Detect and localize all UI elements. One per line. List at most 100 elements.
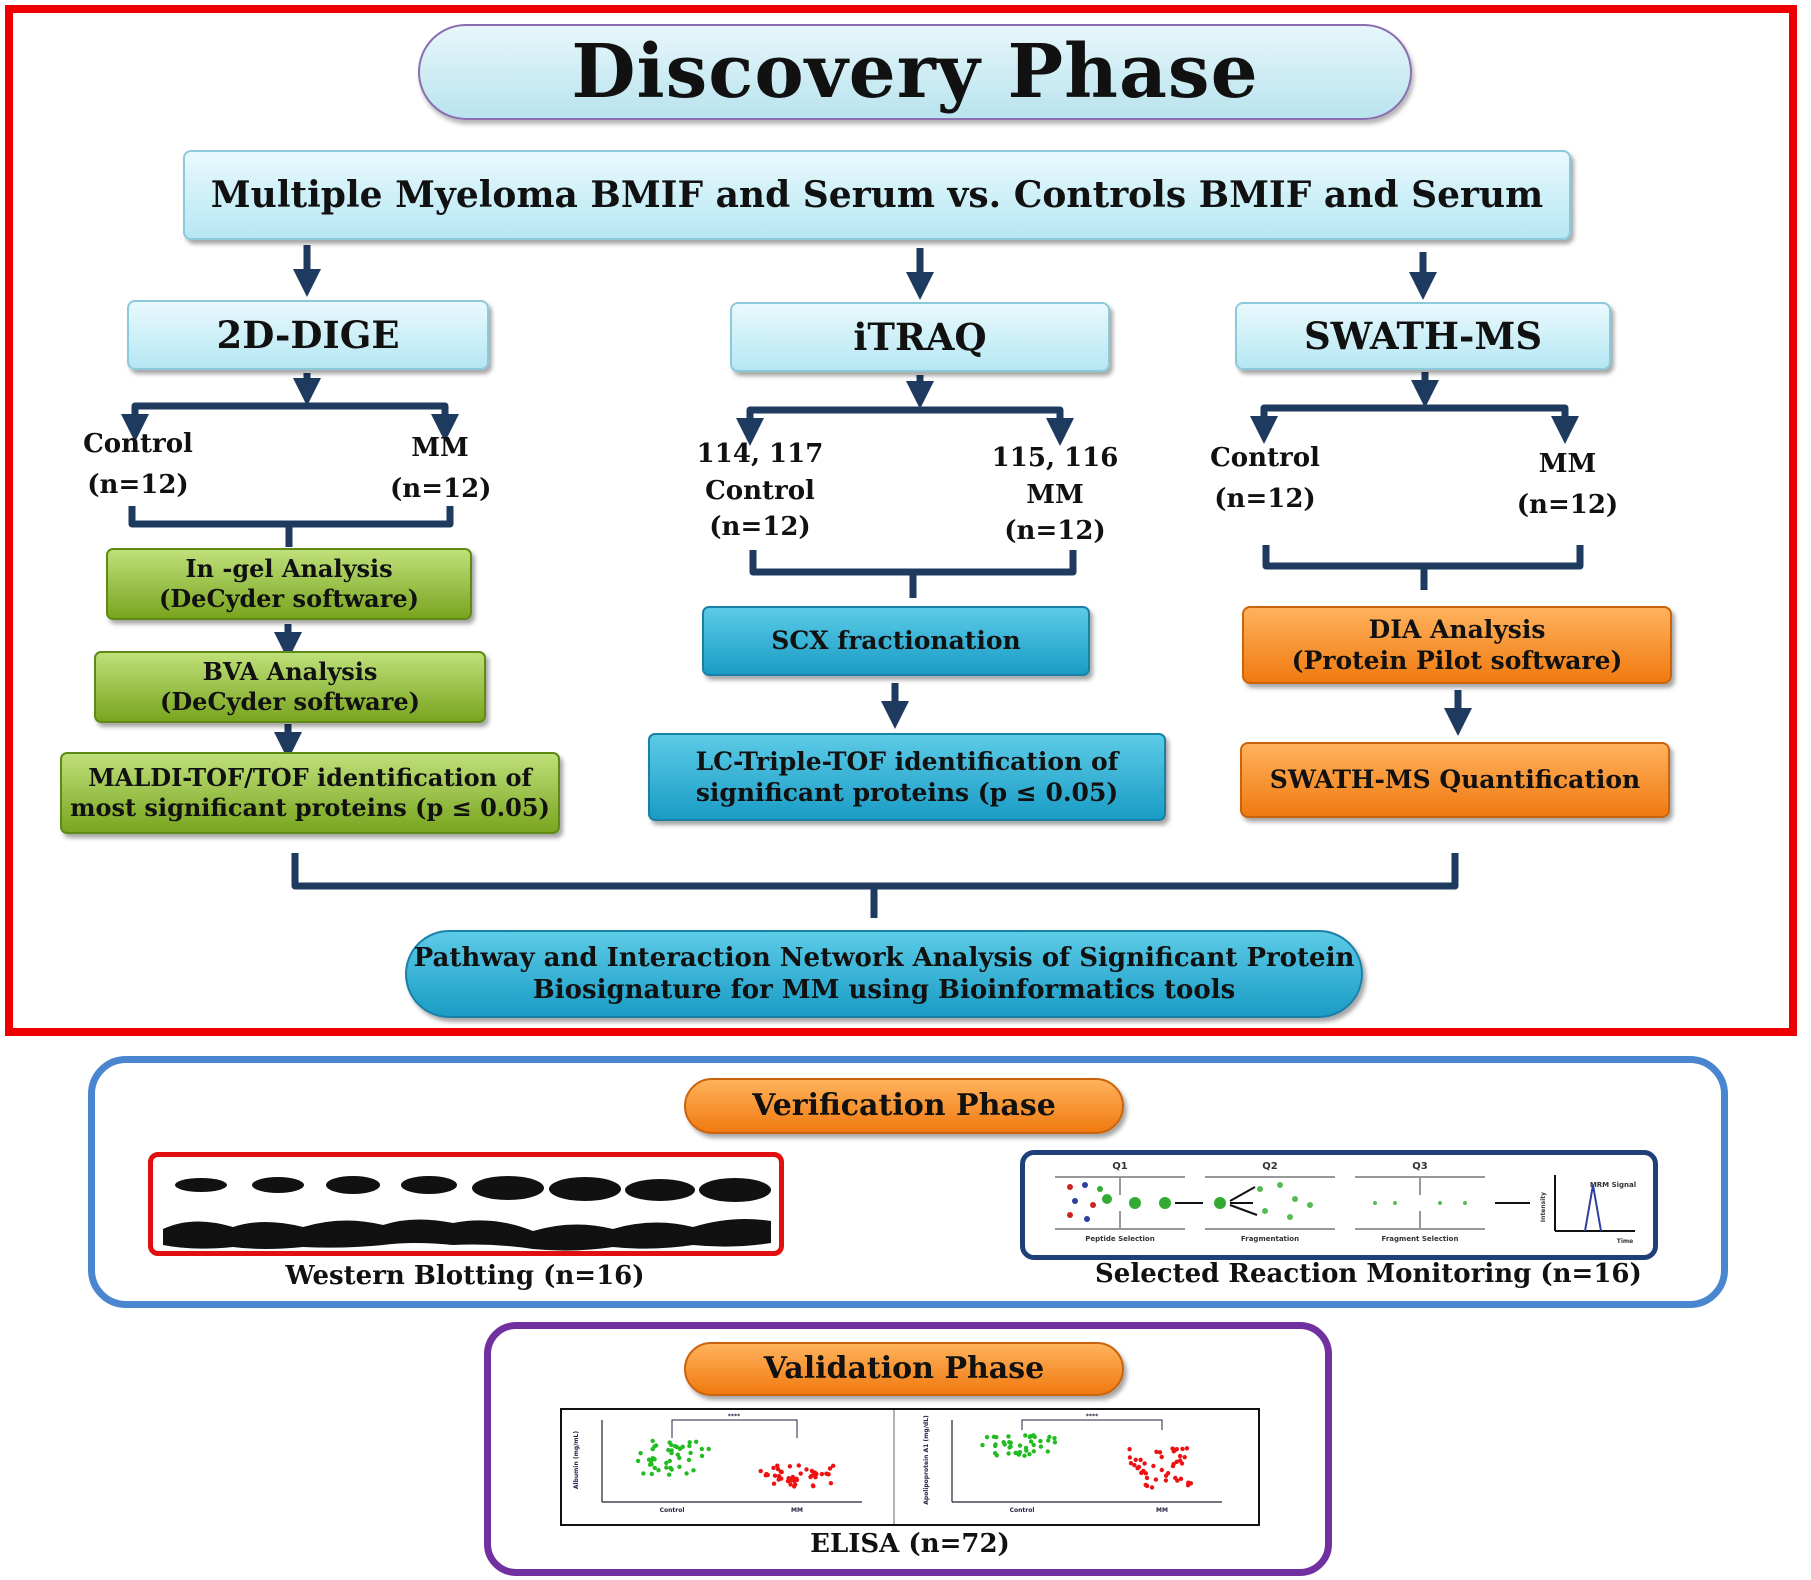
elisa-left-mm-point	[804, 1467, 809, 1472]
svg-text:Fragmentation: Fragmentation	[1241, 1235, 1299, 1243]
itraq-mm-label: 115, 116 MM (n=12)	[991, 443, 1119, 546]
svg-text:MM: MM	[1156, 1507, 1168, 1514]
elisa-left-mm-point	[796, 1463, 801, 1468]
elisa-left-mm-point	[788, 1482, 793, 1487]
elisa-left-control-point	[672, 1444, 678, 1449]
elisa-right-control-point	[1017, 1443, 1023, 1448]
elisa-right-control-point	[1006, 1434, 1011, 1439]
elisa-right-mm-point	[1138, 1457, 1143, 1462]
elisa-left-control-point	[677, 1464, 682, 1469]
elisa-right-mm-point	[1144, 1475, 1150, 1481]
elisa-right-control-point	[994, 1453, 999, 1458]
elisa-scatter: Albumin (mg/mL) Control MM **** Apolipop…	[573, 1410, 1222, 1524]
discovery-title-box: Discovery Phase	[418, 24, 1412, 120]
elisa-right-plot: Apolipoprotein A1 (mg/dL) Control MM ***…	[923, 1413, 1222, 1514]
elisa-left-control-point	[664, 1460, 669, 1466]
elisa-left-mm-point	[771, 1465, 776, 1471]
elisa-right-mm-point	[1171, 1461, 1176, 1467]
svg-text:Apolipoprotein A1 (mg/dL): Apolipoprotein A1 (mg/dL)	[923, 1415, 930, 1505]
elisa-right-mm-point	[1133, 1457, 1138, 1462]
elisa-right-control-point	[1006, 1451, 1011, 1456]
elisa-right-mm-point	[1177, 1458, 1183, 1463]
dige-control-label: Control (n=12)	[83, 429, 193, 500]
svg-text:Fragment Selection: Fragment Selection	[1382, 1235, 1459, 1243]
swath-control-label: Control (n=12)	[1210, 443, 1320, 514]
elisa-right-mm-point	[1143, 1471, 1148, 1476]
elisa-left-control-point	[675, 1452, 680, 1457]
comparison-box: Multiple Myeloma BMIF and Serum vs. Cont…	[183, 150, 1571, 240]
validation-frame	[484, 1322, 1332, 1576]
elisa-right-mm-point	[1173, 1475, 1178, 1481]
elisa-left-control-point	[667, 1458, 672, 1464]
elisa-right-mm-point	[1178, 1476, 1184, 1481]
elisa-left-control-point	[646, 1457, 652, 1462]
elisa-left-control-point	[641, 1471, 646, 1476]
srm-caption: Selected Reaction Monitoring (n=16)	[1095, 1259, 1642, 1289]
elisa-right-mm-point	[1127, 1455, 1133, 1460]
method-2d-dige-title: 2D-DIGE	[216, 312, 400, 357]
elisa-right-mm-point	[1159, 1454, 1164, 1460]
elisa-left-mm-point	[785, 1478, 791, 1484]
elisa-right-control-point	[1046, 1438, 1051, 1443]
elisa-left-control-point	[638, 1451, 643, 1456]
elisa-left-control-point	[656, 1468, 661, 1473]
elisa-left-control-point	[647, 1462, 653, 1467]
elisa-left-control-point	[687, 1440, 692, 1445]
elisa-left-mm-point	[779, 1476, 784, 1481]
svg-text:Time: Time	[1617, 1238, 1633, 1245]
svg-text:MM: MM	[791, 1507, 803, 1514]
elisa-right-control-point	[1027, 1452, 1032, 1457]
elisa-right-control-point	[1031, 1433, 1036, 1438]
validation-title-box: Validation Phase	[684, 1342, 1124, 1396]
elisa-right-mm-point	[1128, 1461, 1134, 1466]
elisa-left-mm-point	[813, 1475, 818, 1480]
elisa-right-mm-point	[1154, 1449, 1159, 1454]
elisa-right-control-point	[1038, 1438, 1043, 1444]
dige-step-in-gel: In -gel Analysis (DeCyder software)	[106, 548, 472, 620]
elisa-left-mm-point	[758, 1468, 763, 1474]
elisa-left-control-point	[668, 1465, 673, 1471]
svg-text:Peptide Selection: Peptide Selection	[1085, 1235, 1154, 1243]
elisa-right-mm-point	[1139, 1470, 1144, 1475]
comparison-text: Multiple Myeloma BMIF and Serum vs. Cont…	[210, 173, 1544, 216]
verification-title: Verification Phase	[752, 1088, 1056, 1124]
dige-step-bva: BVA Analysis (DeCyder software)	[94, 651, 486, 723]
verification-title-box: Verification Phase	[684, 1078, 1124, 1134]
elisa-right-control-point	[1052, 1440, 1058, 1445]
elisa-right-mm-point	[1182, 1455, 1187, 1460]
elisa-left-control-point	[691, 1468, 696, 1473]
svg-text:****: ****	[728, 1413, 741, 1420]
swath-step-quantification: SWATH-MS Quantification	[1240, 742, 1670, 818]
elisa-left-mm-point	[792, 1484, 797, 1489]
elisa-left-control-point	[652, 1457, 657, 1462]
method-itraq-title: iTRAQ	[853, 314, 987, 359]
elisa-right-mm-point	[1143, 1482, 1148, 1488]
elisa-right-control-point	[1028, 1439, 1034, 1444]
discovery-connectors	[121, 245, 1584, 918]
elisa-caption: ELISA (n=72)	[810, 1529, 1010, 1559]
elisa-left-control-point	[653, 1443, 659, 1448]
elisa-left-control-point	[706, 1446, 711, 1452]
elisa-left-control-point	[667, 1440, 672, 1445]
swath-split-bracket	[1260, 404, 1579, 444]
elisa-left-control-point	[649, 1471, 654, 1477]
elisa-right-control-point	[1008, 1444, 1013, 1449]
elisa-right-control-point	[1047, 1434, 1052, 1440]
elisa-left-mm-point	[798, 1471, 803, 1476]
elisa-right-mm-point	[1151, 1463, 1156, 1469]
validation-title: Validation Phase	[763, 1351, 1045, 1387]
elisa-left-control-point	[677, 1446, 683, 1451]
verification-frame	[88, 1056, 1728, 1308]
elisa-left-mm-point	[779, 1469, 784, 1475]
itraq-step-scx: SCX fractionation	[702, 606, 1090, 676]
svg-text:MRM Signal: MRM Signal	[1590, 1181, 1636, 1189]
elisa-right-mm-point	[1153, 1477, 1159, 1482]
elisa-left-mm-point	[794, 1476, 799, 1481]
elisa-left-control-point	[688, 1450, 693, 1456]
elisa-left-control-point	[667, 1472, 672, 1477]
elisa-left-mm-point	[775, 1466, 781, 1472]
elisa-right-mm-point	[1149, 1485, 1155, 1490]
svg-text:Q3: Q3	[1412, 1161, 1428, 1172]
elisa-left-mm-point	[811, 1471, 817, 1476]
elisa-right-control-point	[1002, 1442, 1007, 1447]
